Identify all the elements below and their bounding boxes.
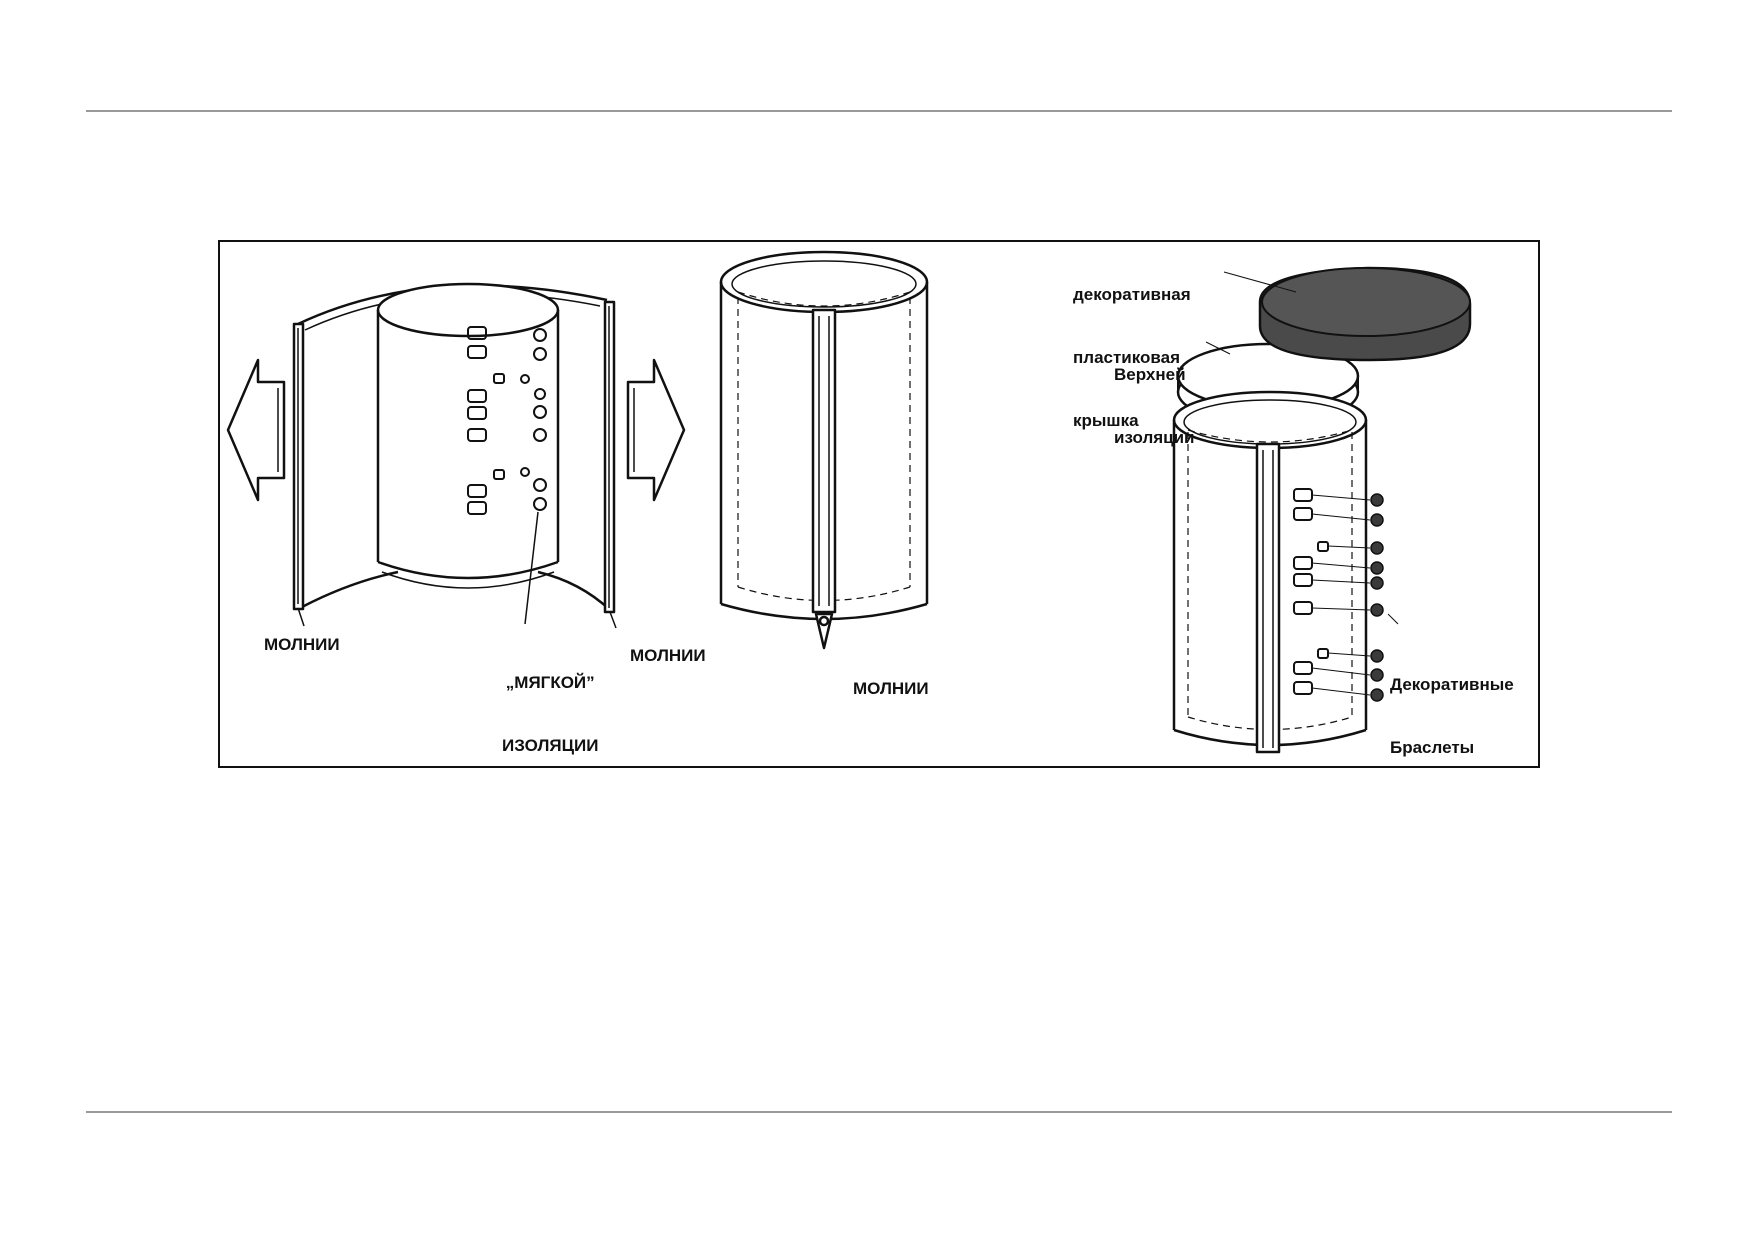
zipper-pull — [814, 612, 834, 650]
zipper-track — [811, 308, 837, 614]
figure-jacket-opened — [226, 282, 686, 629]
cover-label-line2: пластиковая — [1073, 348, 1181, 367]
diagram-frame: МОЛНИИ „МЯГКОЙ” ИЗОЛЯЦИИ МОЛНИИ МОЛНИИ д… — [218, 240, 1540, 768]
cover-label-line3: крышка — [1073, 411, 1139, 430]
insulation-assembly-diagram — [226, 250, 1472, 754]
left-arrow — [226, 358, 286, 502]
insulation-holes — [520, 328, 547, 511]
figure-jacket-closed — [719, 250, 929, 650]
bracelets-label: Декоративные Браслеты — [1390, 632, 1514, 766]
header-rule — [86, 110, 1672, 112]
tank-fittings — [467, 326, 505, 515]
bracelets-label-line2: Браслеты — [1390, 738, 1475, 757]
decorative-bracelets — [1370, 493, 1384, 702]
assembly-zipper — [1255, 442, 1281, 754]
right-arrow — [626, 358, 686, 502]
top-insulation-label-line1: Верхней — [1114, 365, 1186, 384]
jacket-bottom-right — [537, 570, 611, 611]
cover-label-line1: декоративная — [1073, 285, 1191, 304]
tank-bottom — [377, 560, 559, 580]
bracelet-leaders — [1311, 494, 1371, 696]
soft-insulation-label-line1: „МЯГКОЙ” — [505, 673, 595, 692]
assembly-fittings — [1293, 488, 1329, 695]
top-insulation-label-line2: изоляции — [1114, 428, 1195, 447]
bracelets-label-line1: Декоративные — [1390, 675, 1514, 694]
cover-label: декоративная пластиковая крышка — [1073, 242, 1191, 473]
soft-insulation-label-line2: ИЗОЛЯЦИИ — [502, 736, 599, 755]
jacket-bottom-left — [301, 570, 399, 609]
zipper-label-middle: МОЛНИИ — [853, 679, 929, 698]
footer-rule — [86, 1111, 1672, 1113]
top-insulation-label: Верхней изоляции — [1114, 322, 1195, 490]
figure-assembly — [1172, 266, 1472, 754]
soft-insulation-label: „МЯГКОЙ” ИЗОЛЯЦИИ — [502, 630, 599, 766]
zipper-label-right: МОЛНИИ — [630, 646, 706, 665]
zipper-label-left: МОЛНИИ — [264, 635, 340, 654]
